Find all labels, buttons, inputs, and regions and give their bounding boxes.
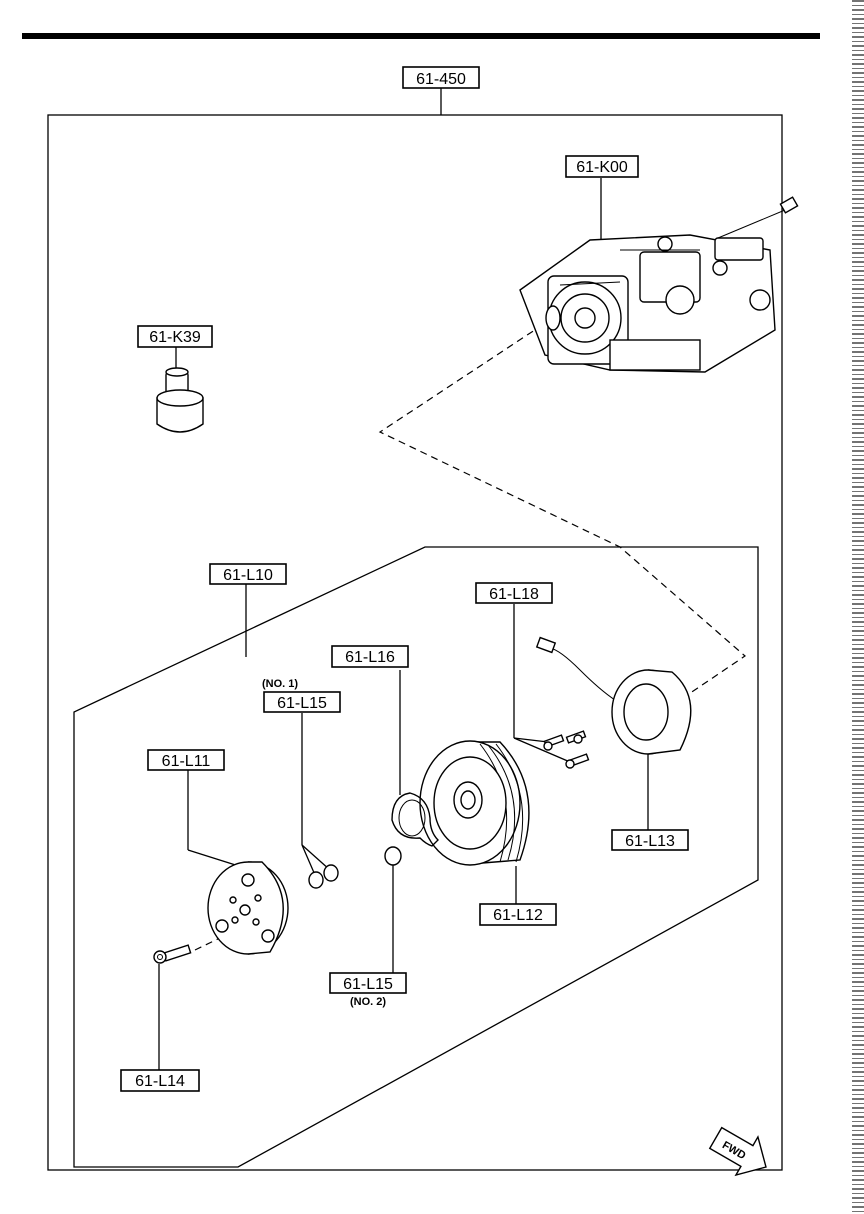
label-61-l13: 61-L13 xyxy=(611,829,689,851)
scan-edge xyxy=(852,0,864,1214)
pulley-drawing xyxy=(419,740,530,904)
clutch-kit-frame xyxy=(73,546,759,1168)
label-61-l14: 61-L14 xyxy=(120,1069,200,1092)
svg-text:61-L12: 61-L12 xyxy=(493,907,543,924)
hub-axis-dashed xyxy=(194,936,223,951)
svg-text:61-K00: 61-K00 xyxy=(576,159,628,176)
assembly-frame xyxy=(47,114,783,1171)
label-61-450: 61-450 xyxy=(402,66,480,89)
label-61-l11: 61-L11 xyxy=(147,749,225,771)
note-no1: (NO. 1) xyxy=(262,678,298,690)
shims-no1-drawing xyxy=(301,713,339,889)
label-61-l18: 61-L18 xyxy=(475,582,553,604)
field-coil-drawing xyxy=(535,636,692,830)
assembly-path-dashed xyxy=(378,317,746,701)
svg-text:61-L16: 61-L16 xyxy=(345,649,395,666)
svg-text:61-L11: 61-L11 xyxy=(162,753,211,770)
svg-text:61-K39: 61-K39 xyxy=(149,329,201,346)
label-61-l16: 61-L16 xyxy=(331,645,409,668)
clutch-hub-drawing xyxy=(187,770,289,955)
oil-bottle-drawing xyxy=(156,347,204,433)
snap-ring-drawing xyxy=(391,670,439,847)
svg-text:61-L13: 61-L13 xyxy=(625,833,675,850)
svg-text:61-L15: 61-L15 xyxy=(277,695,327,712)
svg-text:61-L15: 61-L15 xyxy=(343,976,393,993)
hub-bolt-drawing xyxy=(153,944,192,1070)
label-61-l15-no2: 61-L15 xyxy=(329,972,407,994)
header-rule xyxy=(22,33,820,39)
label-61-l15-no1: 61-L15 xyxy=(263,691,341,713)
fwd-arrow-icon: FWD xyxy=(708,1126,767,1177)
shim-no2-drawing xyxy=(384,846,402,973)
label-61-k39: 61-K39 xyxy=(137,325,213,348)
coil-screws-drawing xyxy=(513,604,590,769)
label-61-l10: 61-L10 xyxy=(209,563,287,585)
svg-text:61-L18: 61-L18 xyxy=(489,586,539,603)
svg-text:61-450: 61-450 xyxy=(416,71,466,88)
note-no2: (NO. 2) xyxy=(350,996,386,1008)
label-61-k00: 61-K00 xyxy=(565,155,639,178)
svg-text:61-L14: 61-L14 xyxy=(135,1073,185,1090)
compressor-drawing xyxy=(519,178,799,373)
label-61-l12: 61-L12 xyxy=(479,903,557,926)
svg-text:61-L10: 61-L10 xyxy=(223,567,273,584)
